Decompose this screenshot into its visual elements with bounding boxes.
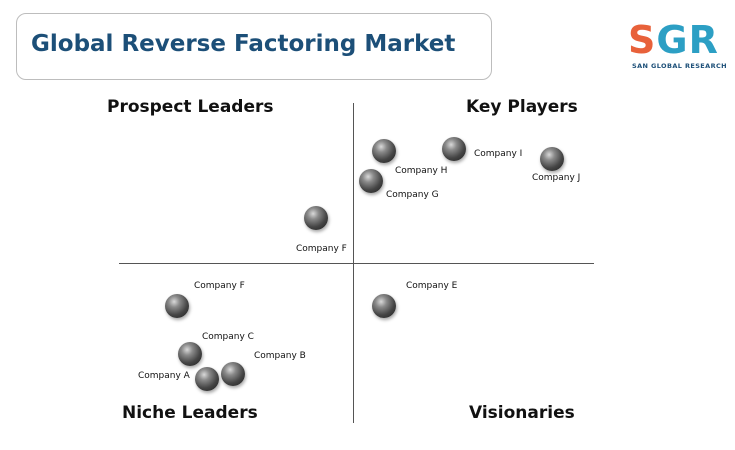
quadrant-label-prospect-leaders: Prospect Leaders: [107, 97, 274, 117]
horizontal-axis: [119, 263, 594, 264]
quadrant-label-niche-leaders: Niche Leaders: [122, 403, 258, 423]
company-j-label: Company J: [532, 173, 581, 183]
company-j-marker: [540, 147, 564, 171]
company-c-marker: [178, 342, 202, 366]
company-e-marker: [372, 294, 396, 318]
company-f2-label: Company F: [194, 281, 245, 291]
company-f-label: Company F: [296, 244, 347, 254]
company-g-label: Company G: [386, 190, 439, 200]
logo-tagline: SAN GLOBAL RESEARCH: [632, 62, 727, 70]
company-i-label: Company I: [474, 149, 523, 159]
company-g-marker: [359, 169, 383, 193]
company-a-label: Company A: [138, 371, 190, 381]
company-b-marker: [221, 362, 245, 386]
title-box: Global Reverse Factoring Market: [16, 13, 492, 80]
company-f2-marker: [165, 294, 189, 318]
logo-letters: SGR: [628, 18, 719, 62]
company-h-label: Company H: [395, 166, 448, 176]
company-b-label: Company B: [254, 351, 306, 361]
quadrant-label-visionaries: Visionaries: [469, 403, 575, 423]
company-c-label: Company C: [202, 332, 254, 342]
page-title: Global Reverse Factoring Market: [31, 31, 456, 57]
sgr-logo: SGR SAN GLOBAL RESEARCH: [628, 18, 727, 72]
quadrant-label-key-players: Key Players: [466, 97, 578, 117]
company-h-marker: [372, 139, 396, 163]
vertical-axis: [353, 103, 354, 423]
company-f-marker: [304, 206, 328, 230]
company-e-label: Company E: [406, 281, 458, 291]
company-a-marker: [195, 367, 219, 391]
company-i-marker: [442, 137, 466, 161]
